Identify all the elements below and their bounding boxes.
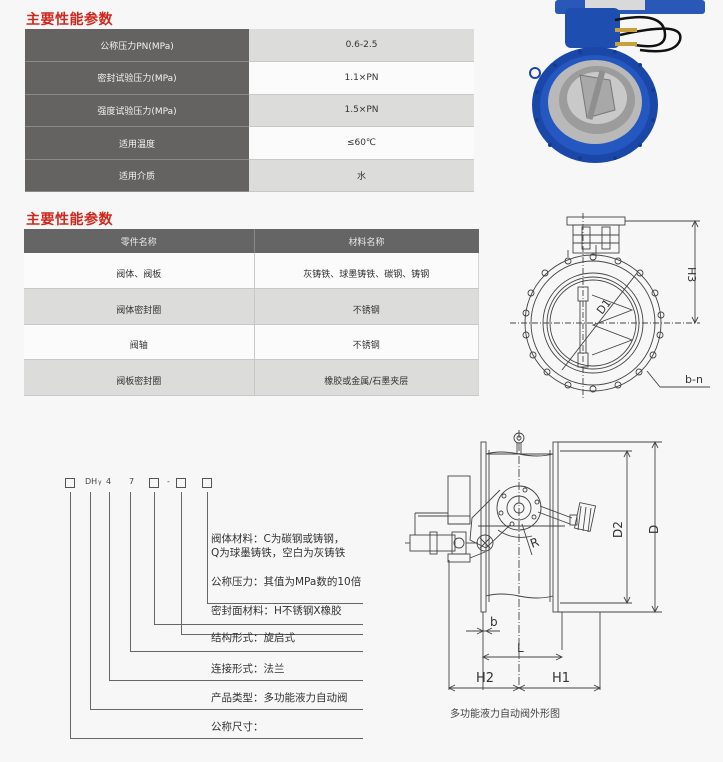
table-row: 适用介质 水 — [25, 159, 474, 193]
leader-line — [70, 738, 363, 739]
leader-line — [154, 624, 363, 625]
legend-pressure: 公称压力：其值为MPa数的10倍 — [211, 576, 362, 588]
code-dh: DH — [85, 477, 98, 486]
table-row: 阀板密封圈 橡胶或金属/石墨夹层 — [24, 359, 479, 396]
legend-connection: 连接形式：法兰 — [211, 663, 285, 675]
section-title-materials: 主要性能参数 — [26, 212, 113, 228]
valve-product-photo — [529, 0, 705, 163]
label-d: D — [647, 525, 661, 534]
drawing-caption: 多功能液力自动阀外形图 — [450, 709, 560, 720]
param-label: 适用温度 — [25, 126, 249, 160]
column-header-material: 材料名称 — [254, 229, 479, 253]
valve-side-view-drawing: D2 D R b L H2 H1 — [405, 430, 662, 692]
code-structure: 7 — [129, 477, 135, 486]
leader-line — [109, 680, 363, 681]
leader-line — [207, 603, 363, 604]
code-box-pressure — [176, 478, 186, 488]
code-box-seal-material — [149, 478, 159, 488]
table-row: 阀体密封圈 不锈钢 — [24, 288, 479, 325]
param-value: 水 — [249, 159, 474, 193]
column-header-part: 零件名称 — [24, 229, 255, 253]
label-d2: D2 — [611, 521, 625, 538]
code-box-nominal-size — [65, 478, 75, 488]
part-name: 阀板密封圈 — [24, 359, 255, 396]
legend-seal-material: 密封面材料：H不锈钢X橡胶 — [211, 605, 342, 617]
param-label: 强度试验压力(MPa) — [25, 94, 249, 128]
table-row: 阀体、阀板 灰铸铁、球墨铸铁、碳钢、铸钢 — [24, 253, 479, 289]
material-name: 不锈钢 — [254, 324, 479, 360]
param-label: 适用介质 — [25, 159, 249, 193]
code-box-body-material — [202, 478, 212, 488]
label-h2: H2 — [476, 671, 494, 686]
table-row: 适用温度 ≤60℃ — [25, 126, 474, 160]
leader-line — [181, 634, 363, 635]
legend-body-material: 阀体材料：C为碳钢或铸钢， Q为球墨铸铁，空白为灰铸铁 — [211, 532, 345, 560]
table-row: 密封试验压力(MPa) 1.1×PN — [25, 61, 474, 95]
material-name: 橡胶或金属/石墨夹层 — [254, 359, 479, 396]
label-b: b — [490, 615, 498, 629]
part-name: 阀体密封圈 — [24, 288, 255, 325]
code-gamma: γ — [98, 479, 102, 486]
leader-line — [207, 492, 208, 604]
param-label: 密封试验压力(MPa) — [25, 61, 249, 95]
param-value: 1.1×PN — [249, 61, 474, 95]
leader-line — [130, 651, 363, 652]
leader-line — [109, 492, 110, 680]
material-name: 灰铸铁、球墨铸铁、碳钢、铸钢 — [254, 253, 479, 289]
legend-product-type: 产品类型：多功能液力自动阀 — [211, 692, 348, 704]
leader-line — [181, 492, 182, 634]
table-row: 阀轴 不锈钢 — [24, 324, 479, 360]
label-h3: H3 — [685, 267, 698, 282]
code-dash: - — [167, 477, 170, 486]
table-header-row: 零件名称 材料名称 — [24, 229, 479, 253]
code-connection: 4 — [106, 477, 112, 486]
part-name: 阀轴 — [24, 324, 255, 360]
leader-line — [154, 492, 155, 624]
leader-line — [90, 492, 91, 709]
param-value: ≤60℃ — [249, 126, 474, 160]
leader-line — [90, 709, 363, 710]
param-value: 1.5×PN — [249, 94, 474, 128]
legend-text: Q为球墨铸铁，空白为灰铸铁 — [211, 547, 346, 559]
param-label: 公称压力PN(MPa) — [25, 29, 249, 63]
performance-parameters-table: 公称压力PN(MPa) 0.6-2.5 密封试验压力(MPa) 1.1×PN 强… — [25, 29, 474, 193]
leader-line — [130, 492, 131, 651]
table-row: 强度试验压力(MPa) 1.5×PN — [25, 94, 474, 128]
materials-table: 零件名称 材料名称 阀体、阀板 灰铸铁、球墨铸铁、碳钢、铸钢 阀体密封圈 不锈钢… — [24, 229, 479, 396]
legend-nominal-size: 公称尺寸： — [211, 721, 264, 733]
table-row: 公称压力PN(MPa) 0.6-2.5 — [25, 29, 474, 63]
section-title-performance: 主要性能参数 — [26, 12, 113, 28]
label-d1: D1 — [594, 297, 614, 317]
part-name: 阀体、阀板 — [24, 253, 255, 289]
leader-line — [70, 492, 71, 738]
material-name: 不锈钢 — [254, 288, 479, 325]
param-value: 0.6-2.5 — [249, 29, 474, 63]
valve-front-view-drawing: D1 b-n H3 — [510, 213, 710, 400]
legend-text: 阀体材料：C为碳钢或铸钢， — [211, 533, 345, 545]
legend-structure: 结构形式：旋启式 — [211, 632, 295, 644]
label-h1: H1 — [552, 671, 570, 686]
label-bolts: b-n — [685, 373, 703, 386]
label-l: L — [517, 641, 524, 655]
